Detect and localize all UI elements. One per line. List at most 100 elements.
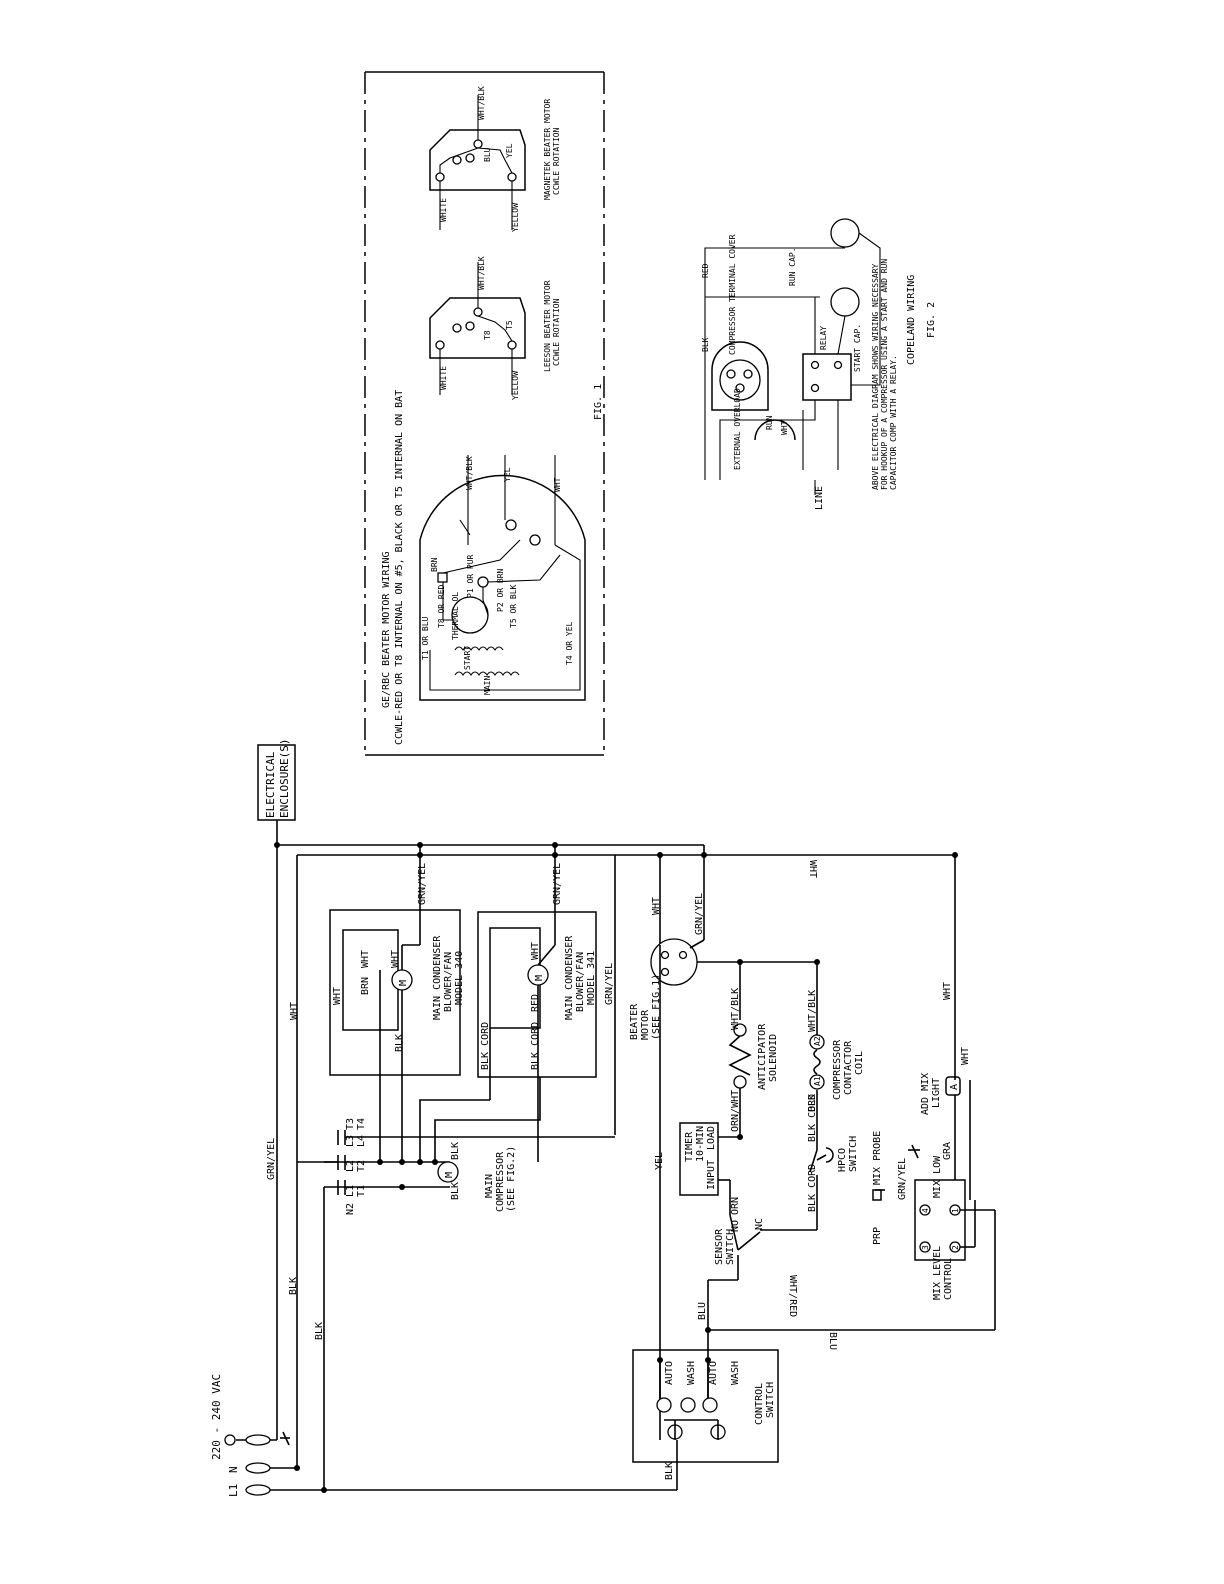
compressor-motor-symbol: M (444, 1172, 455, 1178)
fig2-note-2: FOR HOOKUP OF A COMPRESSOR USING A START… (880, 259, 889, 490)
fig2-start-cap: START CAP. (853, 324, 862, 372)
mix-prp: PRP (872, 1227, 883, 1245)
contactor-l4: L4 (356, 1135, 367, 1147)
coil-line2: CONTACTOR (843, 1040, 854, 1095)
contactor-l2: L2 (345, 1160, 356, 1172)
hpco-blk-cord-a: BLK CORD (807, 1094, 818, 1142)
supply-n: N (227, 1466, 240, 1473)
fig2-relay: RELAY (819, 326, 828, 350)
fan-341-blk-cord-a: BLK CORD (480, 1022, 491, 1070)
compressor-contactor-contacts: L3 T3 L4 T4 L2 T2 L1 T1 N2 (324, 1118, 615, 1215)
mix-light-symbol: A (949, 1084, 960, 1090)
supply-l1: L1 (227, 1484, 240, 1497)
sensor-wht-red: WHT/RED (787, 1275, 798, 1317)
leeson-t8-label: T8 (483, 330, 492, 340)
gerbc-label-6: THERMAL OL (451, 592, 460, 640)
gerbc-label-3: T5 OR BLK (509, 584, 518, 628)
fig2-label-blk: BLK (701, 337, 710, 352)
fig1-title-1: GE/RBC BEATER MOTOR WIRING (381, 551, 392, 708)
gerbc-label-7: START (463, 646, 472, 670)
hpco-switch: BLK CORD BLK CORD HPCO SWITCH (807, 1094, 859, 1230)
fig2-label-run: RUN (765, 415, 774, 430)
fan-340-line2: BLOWER/FAN (443, 952, 454, 1012)
mix-control-line1: MIX LEVEL (932, 1246, 943, 1300)
magnetek-yel-label: YEL (505, 143, 514, 158)
gerbc-label-10: WHT/BLK (465, 456, 474, 490)
bus-grnyel: GRN/YEL (266, 1138, 277, 1180)
leeson-top-label: WHT/BLK (477, 256, 486, 290)
fig2-run-cap: RUN CAP. (788, 247, 797, 286)
gerbc-motor: T1 OR BLU T4 OR YEL T8 OR RED T5 OR BLK … (419, 455, 586, 701)
mix-grnyel: GRN/YEL (897, 1158, 908, 1200)
gerbc-label-8: MAIN (483, 676, 492, 695)
fan-341-red: RED (530, 994, 541, 1012)
mix-probe-label: MIX PROBE (872, 1131, 883, 1185)
compressor-blk-b: BLK (450, 1142, 461, 1160)
control-wash-1: WASH (686, 1361, 697, 1385)
coil-wht-blk: WHT/BLK (807, 990, 818, 1032)
mix-control-line2: CONTROL (943, 1258, 954, 1300)
bus-wht-b: WHT (807, 860, 818, 878)
fig1-title-2: CCWLE-RED OR T8 INTERNAL ON #5, BLACK OR… (394, 390, 405, 745)
gerbc-label-4: P1 OR PUR (466, 554, 475, 598)
mix-light-line1: ADD MIX (920, 1073, 931, 1115)
coil-a1: A1 (813, 1076, 822, 1086)
magnetek-title-1: MAGNETEK BEATER MOTOR (543, 99, 552, 200)
mix-low-label: MIX LOW (932, 1155, 943, 1198)
mix-light-wht-a: WHT (942, 982, 953, 1000)
anticipator-orn-wht: ORN/WHT (730, 1090, 741, 1132)
gerbc-label-12: WHT (553, 477, 562, 492)
contactor-l3: L3 (345, 1135, 356, 1147)
mix-term-1: 1 (951, 1208, 960, 1213)
mix-light-gra: GRA (942, 1142, 953, 1160)
control-switch: AUTO WASH AUTO WASH CONTROL SWITCH BLK (632, 1349, 779, 1480)
anticipator-line1: ANTICIPATOR (757, 1023, 768, 1090)
hpco-line1: HPCO (837, 1148, 848, 1172)
magnetek-motor: WHITE YELLOW WHT/BLK BLU YEL MAGNETEK BE… (429, 86, 561, 232)
fig2-caption: FIG. 2 (926, 302, 937, 338)
fan-341-line1: MAIN CONDENSER (564, 935, 575, 1020)
contactor-t2: T2 (356, 1160, 367, 1172)
beater-yel: YEL (654, 1152, 665, 1170)
gerbc-label-5: P2 OR BRN (496, 568, 505, 612)
control-wash-2: WASH (730, 1361, 741, 1385)
anticipator-line2: SOLENOID (768, 1034, 779, 1082)
hpco-blk-cord-b: BLK CORD (807, 1164, 818, 1212)
anticipator-solenoid: WHT/BLK ANTICIPATOR SOLENOID ORN/WHT (728, 962, 779, 1135)
contactor-t1: T1 (356, 1185, 367, 1197)
magnetek-top-label: WHT/BLK (477, 86, 486, 120)
fan-340-grnyel: GRN/YEL (417, 863, 428, 905)
timer-line1: TIMER (684, 1131, 695, 1162)
fan-341-grnyel-b: GRN/YEL (604, 963, 615, 1005)
bus-blk-b: BLK (314, 1322, 325, 1340)
contactor-t4: T4 (356, 1118, 367, 1130)
mix-term-3: 3 (921, 1245, 930, 1250)
add-mix-light: A ADD MIX LIGHT WHT WHT GRA (920, 982, 971, 1200)
coil-line3: COIL (854, 1051, 865, 1075)
supply-voltage: 220 - 240 VAC (210, 1374, 223, 1460)
fan-340-wht-b: WHT (390, 950, 401, 968)
fan-340-brn: BRN (360, 977, 371, 995)
beater-line3: (SEE FIG.1) (651, 974, 662, 1040)
fig2-copeland: RED BLK RUN CAP. START CAP. RELAY COMPRE… (701, 218, 937, 510)
fig2-line: LINE (814, 486, 825, 510)
beater-line1: BEATER (629, 1003, 640, 1040)
beater-wht: WHT (651, 897, 662, 915)
timer: TIMER 10-MIN LOAD INPUT (679, 1122, 740, 1215)
gerbc-label-9: BRN (430, 557, 439, 572)
enclosure-label-1: ELECTRICAL (264, 751, 277, 818)
mix-term-2: 2 (951, 1245, 960, 1250)
fan-340-line3: MODEL 340 (454, 951, 465, 1005)
bus-blk-a: BLK (288, 1277, 299, 1295)
electrical-enclosure: ELECTRICAL ENCLOSURE(S) (257, 739, 296, 821)
sensor-blu: BLU (697, 1302, 708, 1320)
control-blk: BLK (664, 1462, 675, 1480)
anticipator-wht-blk: WHT/BLK (730, 988, 741, 1030)
beater-motor: BEATER MOTOR (SEE FIG.1) WHT GRN/YEL YEL (629, 893, 817, 1440)
fig1-frame (364, 71, 605, 756)
fig2-terminal-cover: COMPRESSOR TERMINAL COVER (728, 234, 737, 355)
condenser-fan-341: M MAIN CONDENSER BLOWER/FAN MODEL 341 RE… (477, 863, 615, 1162)
compressor-blk-a: BLK (450, 1182, 461, 1200)
compressor-line1: MAIN (484, 1174, 495, 1198)
